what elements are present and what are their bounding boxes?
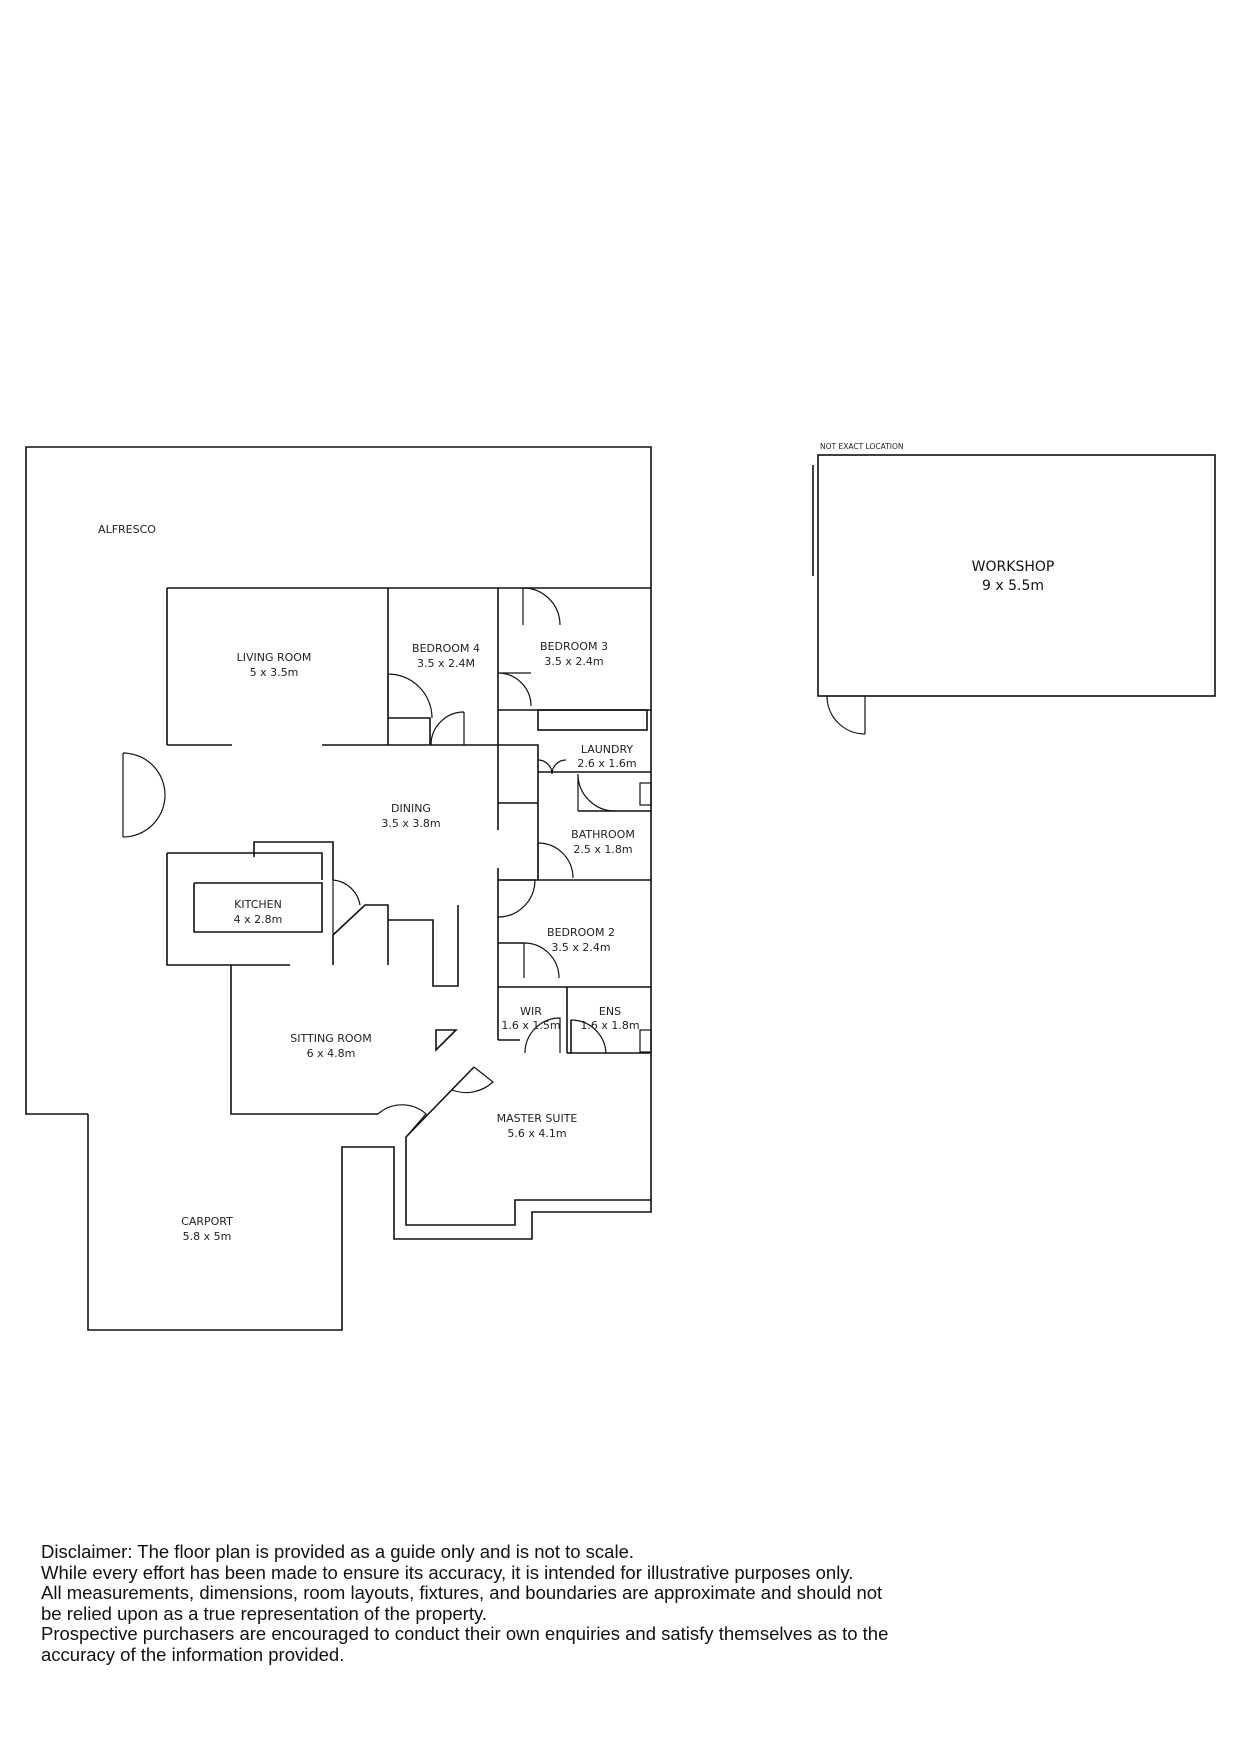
- bathroom-label: BATHROOM: [571, 828, 635, 841]
- kitchen-size: 4 x 2.8m: [234, 913, 283, 926]
- sitting-room-size: 6 x 4.8m: [307, 1047, 356, 1060]
- laundry-walls: [498, 744, 539, 804]
- west-double-door-top: [122, 752, 166, 796]
- disclaimer-line: be relied upon as a true representation …: [41, 1602, 487, 1624]
- bath-door: [537, 842, 574, 879]
- kitchen-bench: [167, 852, 323, 880]
- laundry-toilet-door: [577, 773, 616, 812]
- room-labels: ALFRESCO LIVING ROOM 5 x 3.5m BEDROOM 4 …: [98, 442, 1054, 1243]
- disclaimer-line: Disclaimer: The floor plan is provided a…: [41, 1541, 635, 1562]
- bedroom4-size: 3.5 x 2.4M: [417, 657, 475, 670]
- workshop-building: [812, 454, 1216, 735]
- wir-label: WIR: [520, 1005, 542, 1018]
- kitchen-island: [193, 882, 323, 933]
- bed4-wardrobe: [388, 717, 431, 745]
- dining-size: 3.5 x 3.8m: [381, 817, 440, 830]
- ens-door: [570, 1019, 607, 1054]
- kitchen-bench-top: [253, 841, 334, 880]
- main-house-walls: [25, 446, 652, 1331]
- doors: [122, 587, 652, 1138]
- disclaimer-line: While every effort has been made to ensu…: [41, 1561, 854, 1583]
- living-room-label: LIVING ROOM: [237, 651, 312, 664]
- bathroom-size: 2.5 x 1.8m: [573, 843, 632, 856]
- laundry-label: LAUNDRY: [581, 743, 634, 756]
- kitchen-east-bench: [332, 904, 389, 965]
- workshop-door: [826, 695, 866, 735]
- bedroom3-size: 3.5 x 2.4m: [544, 655, 603, 668]
- pantry-walls: [388, 905, 459, 987]
- carport-size: 5.8 x 5m: [183, 1230, 232, 1243]
- west-double-door-bottom: [122, 794, 166, 838]
- outer-boundary: [25, 446, 652, 1331]
- sitting-fixture: [435, 1029, 458, 1052]
- disclaimer-line: Prospective purchasers are encouraged to…: [41, 1623, 889, 1644]
- bed2-door: [497, 879, 536, 918]
- disclaimer-line: accuracy of the information provided.: [41, 1643, 345, 1665]
- bed4-door: [387, 673, 433, 719]
- master-suite-walls: [405, 1137, 651, 1226]
- bedroom3-label: BEDROOM 3: [540, 640, 608, 653]
- kitchen-door: [332, 879, 361, 935]
- laundry-door-b: [551, 759, 567, 775]
- kitchen-label: KITCHEN: [234, 898, 282, 911]
- bed3-door: [497, 672, 532, 707]
- ens-label: ENS: [599, 1005, 621, 1018]
- alfresco-label: ALFRESCO: [98, 523, 156, 536]
- workshop-walls: [817, 454, 1216, 697]
- sitting-room-walls: [230, 965, 378, 1115]
- bed3-closet-door: [522, 587, 561, 626]
- workshop-size: 9 x 5.5m: [982, 578, 1044, 594]
- master-suite-label: MASTER SUITE: [497, 1112, 578, 1125]
- house-west-wall-lower: [166, 853, 290, 966]
- ens-toilet: [639, 1029, 652, 1053]
- dining-label: DINING: [391, 802, 431, 815]
- bed3-wardrobe: [537, 709, 648, 731]
- bedroom2-size: 3.5 x 2.4m: [551, 941, 610, 954]
- disclaimer-line: All measurements, dimensions, room layou…: [41, 1582, 883, 1603]
- bedroom2-label: BEDROOM 2: [547, 926, 615, 939]
- sitting-door: [377, 1104, 427, 1138]
- master-door: [451, 1066, 494, 1094]
- laundry-size: 2.6 x 1.6m: [577, 757, 636, 770]
- wir-size: 1.6 x 1.5m: [501, 1019, 560, 1032]
- wir-door: [524, 1017, 561, 1054]
- master-suite-size: 5.6 x 4.1m: [507, 1127, 566, 1140]
- bed2-wardrobe-door: [523, 942, 560, 979]
- ens-size: 1.6 x 1.8m: [580, 1019, 639, 1032]
- living-room-size: 5 x 3.5m: [250, 666, 299, 679]
- master-entry-wall: [405, 1066, 475, 1138]
- carport-label: CARPORT: [181, 1215, 233, 1228]
- bedroom4-label: BEDROOM 4: [412, 642, 480, 655]
- bed4-hall-door: [430, 711, 465, 746]
- laundry-toilet: [639, 782, 652, 806]
- workshop-location-note: NOT EXACT LOCATION: [820, 442, 903, 451]
- workshop-label: WORKSHOP: [972, 559, 1055, 575]
- sitting-room-label: SITTING ROOM: [290, 1032, 371, 1045]
- disclaimer: Disclaimer: The floor plan is provided a…: [41, 1541, 1041, 1665]
